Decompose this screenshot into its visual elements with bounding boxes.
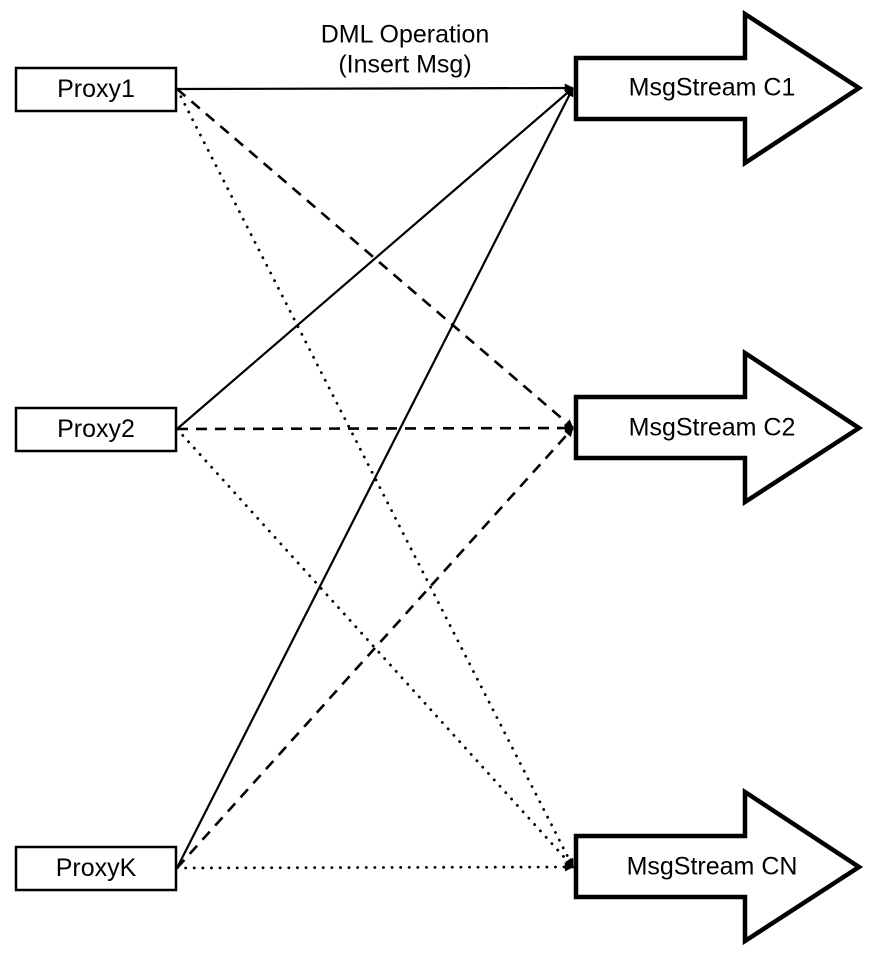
- proxy-node-proxy1[interactable]: Proxy1: [14, 66, 178, 113]
- edge-proxyk-to-stream-c1: [176, 87, 574, 869]
- proxy-label: ProxyK: [56, 854, 137, 882]
- edge-annotation-dml-operation: DML Operation (Insert Msg): [321, 21, 490, 79]
- edge-proxy1-to-stream-c1: [176, 83, 574, 93]
- proxy-box[interactable]: [14, 406, 178, 453]
- stream-node-c1[interactable]: MsgStream C1: [573, 9, 864, 168]
- stream-label: MsgStream CN: [627, 853, 798, 881]
- proxy-label: Proxy2: [57, 415, 135, 443]
- proxy-label: Proxy1: [57, 75, 135, 103]
- edge-proxyk-to-stream-c2: [176, 427, 574, 869]
- edge-proxy1-to-stream-cn: [175, 87, 575, 869]
- annotation-line-2: (Insert Msg): [338, 51, 471, 79]
- proxy-box[interactable]: [14, 66, 178, 113]
- edge-proxy2-to-stream-c2: [176, 423, 574, 433]
- edge-layer: [175, 83, 575, 872]
- stream-label: MsgStream C1: [629, 74, 796, 102]
- edge-proxy1-to-stream-c2: [176, 88, 574, 429]
- stream-node-cn[interactable]: MsgStream CN: [573, 787, 864, 946]
- proxy-node-proxyk[interactable]: ProxyK: [14, 845, 178, 892]
- edge-proxy2-to-stream-c1: [176, 87, 574, 430]
- stream-label: MsgStream C2: [629, 414, 796, 442]
- stream-block-arrow[interactable]: [573, 9, 864, 168]
- annotation-line-1: DML Operation: [321, 21, 490, 49]
- stream-node-c2[interactable]: MsgStream C2: [573, 348, 864, 507]
- stream-block-arrow[interactable]: [573, 787, 864, 946]
- stream-block-arrow[interactable]: [573, 348, 864, 507]
- edge-proxyk-to-stream-cn: [175, 862, 575, 872]
- proxy-node-proxy2[interactable]: Proxy2: [14, 406, 178, 453]
- proxy-box[interactable]: [14, 845, 178, 892]
